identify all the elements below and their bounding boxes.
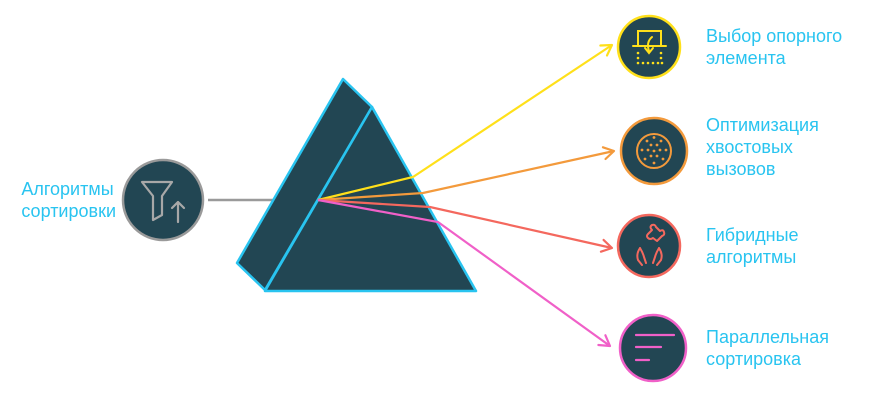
ray-hybrid — [317, 198, 613, 250]
source-label: Алгоритмы сортировки — [21, 178, 116, 222]
source-label-line: Алгоритмы — [21, 179, 114, 199]
arrowhead-icon — [597, 334, 612, 348]
output-label-line: Гибридные — [706, 225, 799, 245]
rays — [317, 43, 616, 348]
source-node[interactable] — [121, 158, 205, 242]
prism — [235, 77, 478, 293]
output-label-line: Выбор опорного — [706, 26, 843, 46]
output-node-parallel[interactable] — [618, 313, 688, 383]
output-label-line: алгоритмы — [706, 247, 797, 267]
ray-tail-call — [317, 149, 615, 202]
output-label-line: вызовов — [706, 159, 776, 179]
output-label-pivot-selection: Выбор опорного элемента — [706, 25, 842, 69]
output-label-hybrid: Гибридные алгоритмы — [706, 224, 799, 268]
output-label-line: сортировка — [706, 349, 801, 369]
arrowhead-icon — [599, 43, 614, 57]
output-node-pivot-selection[interactable] — [616, 14, 682, 80]
dotted-circle-icon — [636, 133, 672, 169]
arrowhead-icon — [601, 146, 616, 161]
pivot-selection-icon — [632, 30, 667, 65]
ray-parallel — [317, 198, 611, 347]
output-label-parallel: Параллельная сортировка — [706, 326, 829, 370]
arrowhead-icon — [599, 238, 614, 253]
output-label-line: Параллельная — [706, 327, 829, 347]
filter-sort-up-icon — [140, 180, 186, 224]
output-node-hybrid[interactable] — [616, 213, 682, 279]
output-label-line: Оптимизация — [706, 115, 819, 135]
output-label-line: элемента — [706, 48, 786, 68]
ray-pivot-selection — [317, 44, 613, 202]
source-label-line: сортировки — [21, 201, 116, 221]
output-label-line: хвостовых — [706, 137, 793, 157]
output-node-tail-call[interactable] — [619, 116, 689, 186]
output-label-tail-call: Оптимизация хвостовых вызовов — [706, 114, 819, 180]
hands-puzzle-icon — [636, 223, 666, 266]
sort-lines-icon — [634, 333, 676, 362]
